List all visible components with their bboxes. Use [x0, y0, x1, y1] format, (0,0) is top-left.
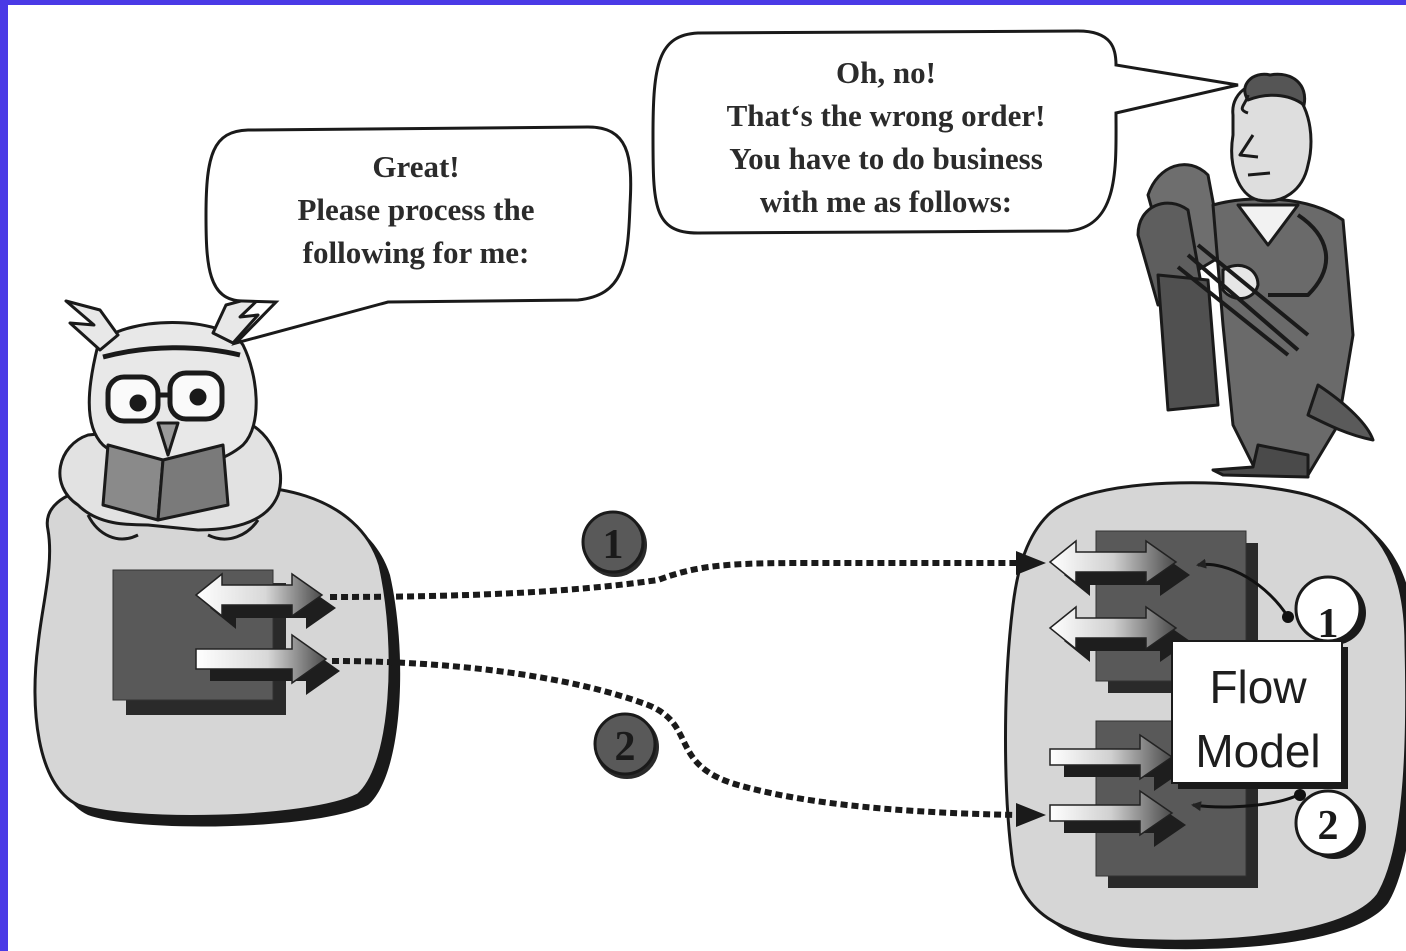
provider-bubble-line-3: You have to do business [729, 141, 1043, 176]
connection-wire-2 [331, 658, 1019, 818]
provider-bubble-line-2: That‘s the wrong order! [727, 98, 1046, 133]
provider-bidirectional-arrow-1 [1048, 539, 1190, 596]
client-speech-bubble [204, 125, 633, 346]
provider-speech-bubble [651, 29, 1239, 235]
flow-model-label-line-2: Model [1195, 725, 1320, 777]
businessman-illustration [1136, 72, 1375, 479]
flow-sequence-arrow-1 [1196, 558, 1290, 618]
flow-model-label-line-1: Flow [1209, 661, 1307, 713]
model-step-label-2: 2 [1318, 803, 1339, 849]
owl-illustration [58, 293, 283, 541]
wire-step-circle-1 [581, 510, 647, 577]
client-bubble-line-2: Please process the [297, 192, 534, 227]
provider-incoming-arrow-1 [1049, 733, 1186, 791]
flow-sequence-arrow-2 [1191, 793, 1299, 812]
provider-incoming-arrow-2 [1049, 789, 1186, 847]
wire-step-label-2: 2 [615, 724, 636, 770]
wire-step-circle-2 [593, 712, 659, 779]
diagram-svg: Great! Please process the following for … [33, 29, 1406, 950]
connection-wire-1 [329, 560, 1018, 600]
flow-model-box [1171, 640, 1348, 789]
connection-wire-1-arrowhead [1016, 551, 1046, 575]
flow-sequence-dot-2 [1294, 789, 1306, 801]
provider-bidirectional-arrow-2 [1048, 605, 1190, 662]
flow-sequence-dot-1 [1282, 611, 1294, 623]
provider-bubble-line-4: with me as follows: [760, 184, 1012, 219]
provider-bubble-line-1: Oh, no! [836, 55, 936, 90]
client-bubble-line-1: Great! [372, 149, 459, 184]
model-step-circle-2 [1294, 789, 1366, 859]
client-outgoing-arrow [195, 633, 340, 695]
connection-wire-2-arrowhead [1016, 803, 1046, 827]
client-bubble-line-3: following for me: [303, 235, 530, 270]
wire-step-label-1: 1 [603, 522, 624, 568]
client-bidirectional-arrow [194, 572, 336, 629]
model-step-label-1: 1 [1318, 601, 1339, 647]
